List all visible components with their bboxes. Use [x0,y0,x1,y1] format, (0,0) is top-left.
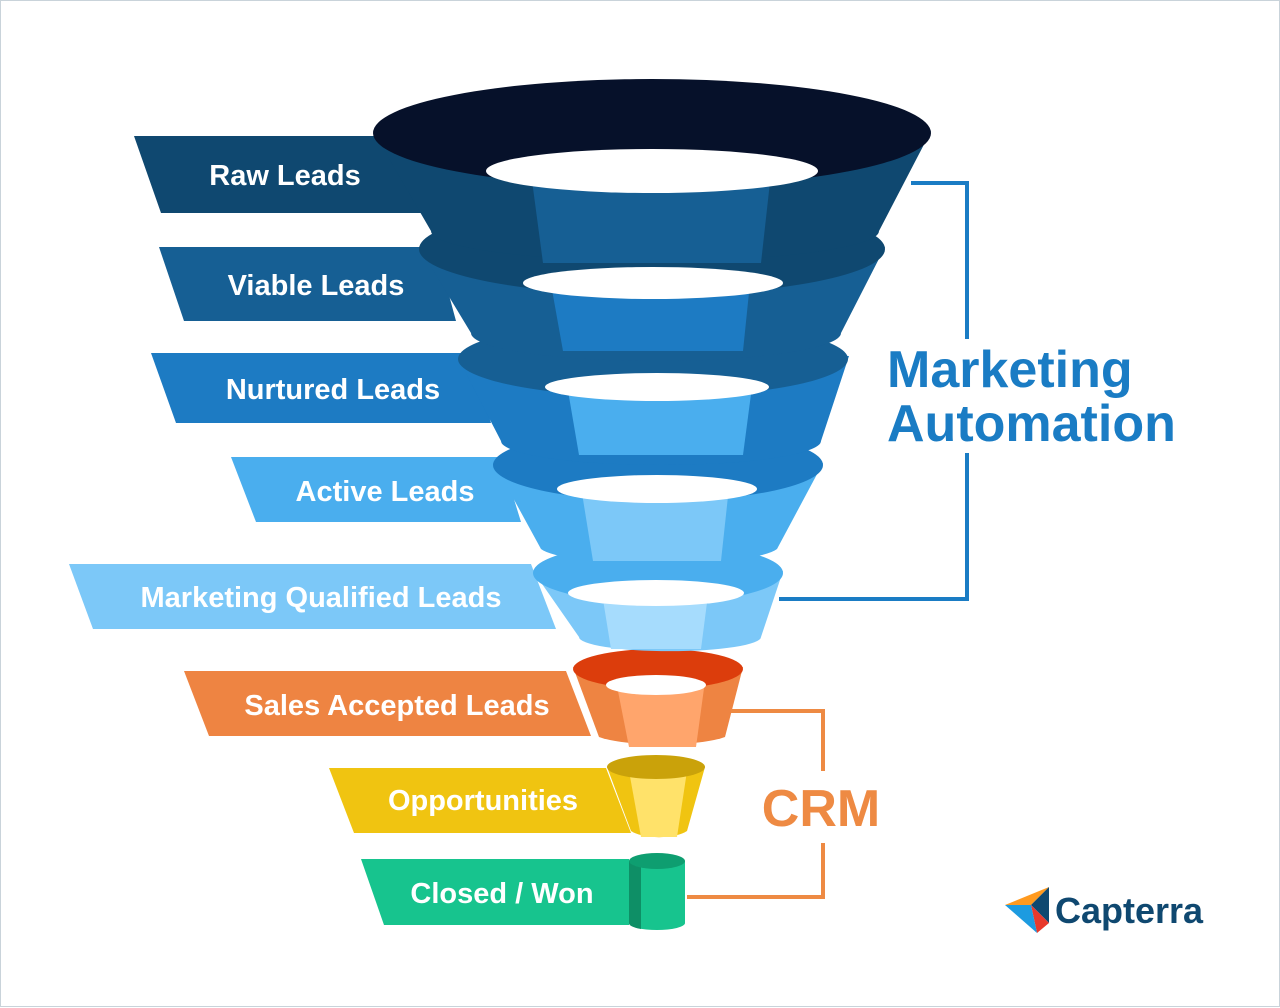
marketing-automation-label-line1: Marketing [887,341,1133,399]
crm-bracket [687,709,825,899]
stage-banner-active-leads: Active Leads [231,457,521,522]
stage-label-marketing-qualified-leads: Marketing Qualified Leads [141,582,502,614]
stage-banner-sales-accepted-leads: Sales Accepted Leads [184,671,591,736]
capterra-wordmark: Capterra [1055,890,1204,931]
stage-banner-nurtured-leads: Nurtured Leads [151,353,491,423]
stage-label-sales-accepted-leads: Sales Accepted Leads [244,690,549,722]
marketing-automation-label-line2: Automation [887,395,1176,453]
stage-banner-viable-leads: Viable Leads [159,247,456,321]
stage-label-active-leads: Active Leads [296,476,475,508]
stage-label-opportunities: Opportunities [388,785,578,817]
stage-banner-opportunities: Opportunities [329,768,631,833]
capterra-arrow-icon [1005,887,1049,933]
stage-banner-marketing-qualified-leads: Marketing Qualified Leads [69,564,556,629]
stage-banner-closed-won: Closed / Won [361,859,629,925]
funnel-segment-raw-leads [373,79,931,263]
stage-label-viable-leads: Viable Leads [228,270,405,302]
stage-label-raw-leads: Raw Leads [209,160,361,192]
stage-banner-raw-leads: Raw Leads [134,136,421,213]
stage-label-closed-won: Closed / Won [410,878,593,910]
funnel-segment-sales-accepted-leads [573,649,743,747]
funnel-segment-closed-won [628,853,685,930]
crm-label: CRM [762,780,880,838]
funnel-segment-opportunities [607,755,705,838]
capterra-logo[interactable]: Capterra [1005,887,1204,933]
marketing-automation-bracket [779,181,969,601]
stage-label-nurtured-leads: Nurtured Leads [226,374,440,406]
